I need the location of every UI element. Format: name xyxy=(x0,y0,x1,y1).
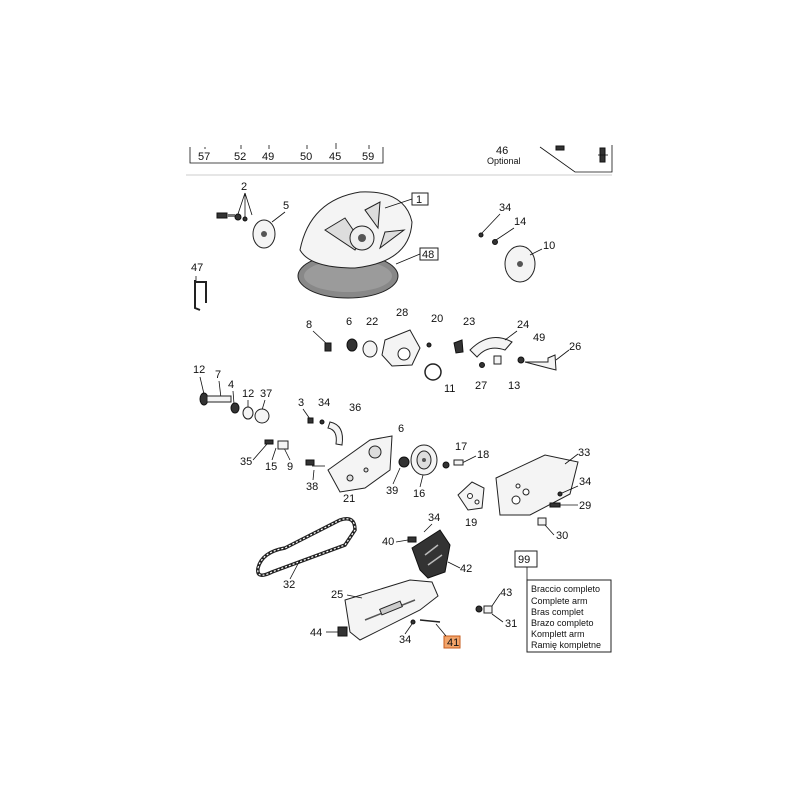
drive-belt xyxy=(256,517,357,577)
callout-label: 32 xyxy=(283,579,295,591)
callout-box-highlight xyxy=(443,635,461,649)
callout-label: 16 xyxy=(413,488,425,500)
callout-label: 24 xyxy=(517,319,529,331)
callout-label: 41 xyxy=(447,637,459,649)
callout-label: 20 xyxy=(431,313,443,325)
top-item: 50 xyxy=(300,151,312,163)
top-item: 52 xyxy=(234,151,246,163)
guard-clip xyxy=(327,421,343,446)
tension-screw xyxy=(524,354,557,371)
legend-line: Bras complet xyxy=(531,607,584,617)
optional-parts-icon xyxy=(555,145,608,163)
callout-label: 25 xyxy=(331,589,343,601)
callout-label: 30 xyxy=(556,530,568,542)
belt-cover xyxy=(495,454,579,516)
callout-label: 15 xyxy=(265,461,277,473)
tension-arc xyxy=(469,337,513,358)
callout-label: 44 xyxy=(310,627,322,639)
allen-key xyxy=(194,280,207,311)
callout-label: 34 xyxy=(579,476,591,488)
top-item: 49 xyxy=(262,151,274,163)
o-ring xyxy=(424,363,442,381)
callout-label: 34 xyxy=(428,512,440,524)
callout-label: 6 xyxy=(398,423,404,435)
callout-label: 34 xyxy=(399,634,411,646)
header: 57 52 49 50 45 59 46 Optional xyxy=(186,143,613,176)
legend-box: 99 Braccio completo Complete arm Bras co… xyxy=(514,550,612,653)
callout-label: 12 xyxy=(242,388,254,400)
callout-label: 49 xyxy=(533,332,545,344)
callout-label: 13 xyxy=(508,380,520,392)
callout-label: 27 xyxy=(475,380,487,392)
top-item: 57 xyxy=(198,151,210,163)
callout-label: 12 xyxy=(193,364,205,376)
callout-label: 37 xyxy=(260,388,272,400)
callout-label: 1 xyxy=(416,194,422,206)
callout-label: 35 xyxy=(240,456,252,468)
callout-label: 22 xyxy=(366,316,378,328)
top-item-ticks xyxy=(204,143,370,149)
callout-label: 18 xyxy=(477,449,489,461)
callout-label: 26 xyxy=(569,341,581,353)
callout-label: 4 xyxy=(228,379,234,391)
callout-label: 43 xyxy=(500,587,512,599)
callout-label: 21 xyxy=(343,493,355,505)
callout-label: 31 xyxy=(505,618,517,630)
top-bracket xyxy=(189,147,384,164)
optional-number: 46 xyxy=(496,145,508,157)
callout-label: 11 xyxy=(444,383,455,395)
callout-label: 2 xyxy=(241,181,247,193)
callout-label: 39 xyxy=(386,485,398,497)
callout-label: 36 xyxy=(349,402,361,414)
legend-line: Komplett arm xyxy=(531,629,585,639)
callout-label: 19 xyxy=(465,517,477,529)
callout-label: 5 xyxy=(283,200,289,212)
callout-label: 47 xyxy=(191,262,203,274)
top-item: 45 xyxy=(329,151,341,163)
optional-label: Optional xyxy=(487,156,521,166)
optional-bracket xyxy=(539,145,613,173)
legend-line: Ramię kompletne xyxy=(531,640,601,650)
callout-label: 23 xyxy=(463,316,475,328)
legend-line: Braccio completo xyxy=(531,584,600,594)
legend-number: 99 xyxy=(518,554,530,566)
legend-line: Brazo completo xyxy=(531,618,594,628)
shaft-assembly xyxy=(199,392,270,424)
callout-label: 33 xyxy=(578,447,590,459)
callout-label: 3 xyxy=(298,397,304,409)
callout-label: 34 xyxy=(318,397,330,409)
callout-label: 34 xyxy=(499,202,511,214)
callout-label: 38 xyxy=(306,481,318,493)
callout-label: 48 xyxy=(422,249,434,261)
gear-housing xyxy=(381,329,421,367)
callout-label: 42 xyxy=(460,563,472,575)
bolt-washer-group xyxy=(216,212,276,249)
callout-label: 28 xyxy=(396,307,408,319)
callout-label: 8 xyxy=(306,319,312,331)
callout-label: 10 xyxy=(543,240,555,252)
top-item: 59 xyxy=(362,151,374,163)
callout-label: 17 xyxy=(455,441,467,453)
callout-label: 40 xyxy=(382,536,394,548)
callout-label: 6 xyxy=(346,316,352,328)
callout-label: 29 xyxy=(579,500,591,512)
callout-label: 14 xyxy=(514,216,526,228)
callout-label: 9 xyxy=(287,461,293,473)
blade-assembly xyxy=(297,191,413,299)
callout-label: 7 xyxy=(215,369,221,381)
legend-line: Complete arm xyxy=(531,596,588,606)
tensioner-bracket xyxy=(411,529,451,579)
blade-texture xyxy=(304,260,392,292)
